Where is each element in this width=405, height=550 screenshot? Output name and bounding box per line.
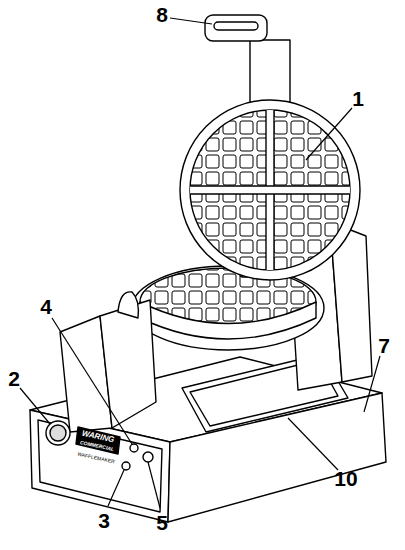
callout-number: 8 bbox=[156, 4, 168, 25]
dial bbox=[46, 421, 70, 445]
callout-number: 5 bbox=[156, 512, 168, 533]
lid-rim bbox=[180, 100, 360, 280]
panel-plate bbox=[38, 420, 162, 512]
pivot-cup bbox=[118, 292, 138, 318]
handle bbox=[205, 15, 267, 41]
handle-hole bbox=[214, 22, 258, 30]
callout-number: 3 bbox=[98, 510, 110, 531]
callout-number: 7 bbox=[378, 335, 390, 356]
logo-badge bbox=[76, 427, 120, 454]
callout-number: 2 bbox=[8, 368, 20, 389]
dial-center bbox=[50, 425, 66, 441]
left-tower-side bbox=[100, 300, 156, 428]
ready-light bbox=[122, 462, 130, 470]
callout-number: 10 bbox=[334, 468, 357, 489]
bottom-plate-side bbox=[140, 302, 316, 339]
callout-number: 4 bbox=[40, 296, 52, 317]
indicator-light bbox=[130, 444, 138, 452]
power-switch bbox=[143, 452, 153, 462]
lid-dividers bbox=[180, 100, 360, 280]
callout-number: 1 bbox=[352, 88, 364, 109]
bottom-plate-rim bbox=[132, 266, 324, 350]
leader-lines bbox=[20, 18, 380, 508]
